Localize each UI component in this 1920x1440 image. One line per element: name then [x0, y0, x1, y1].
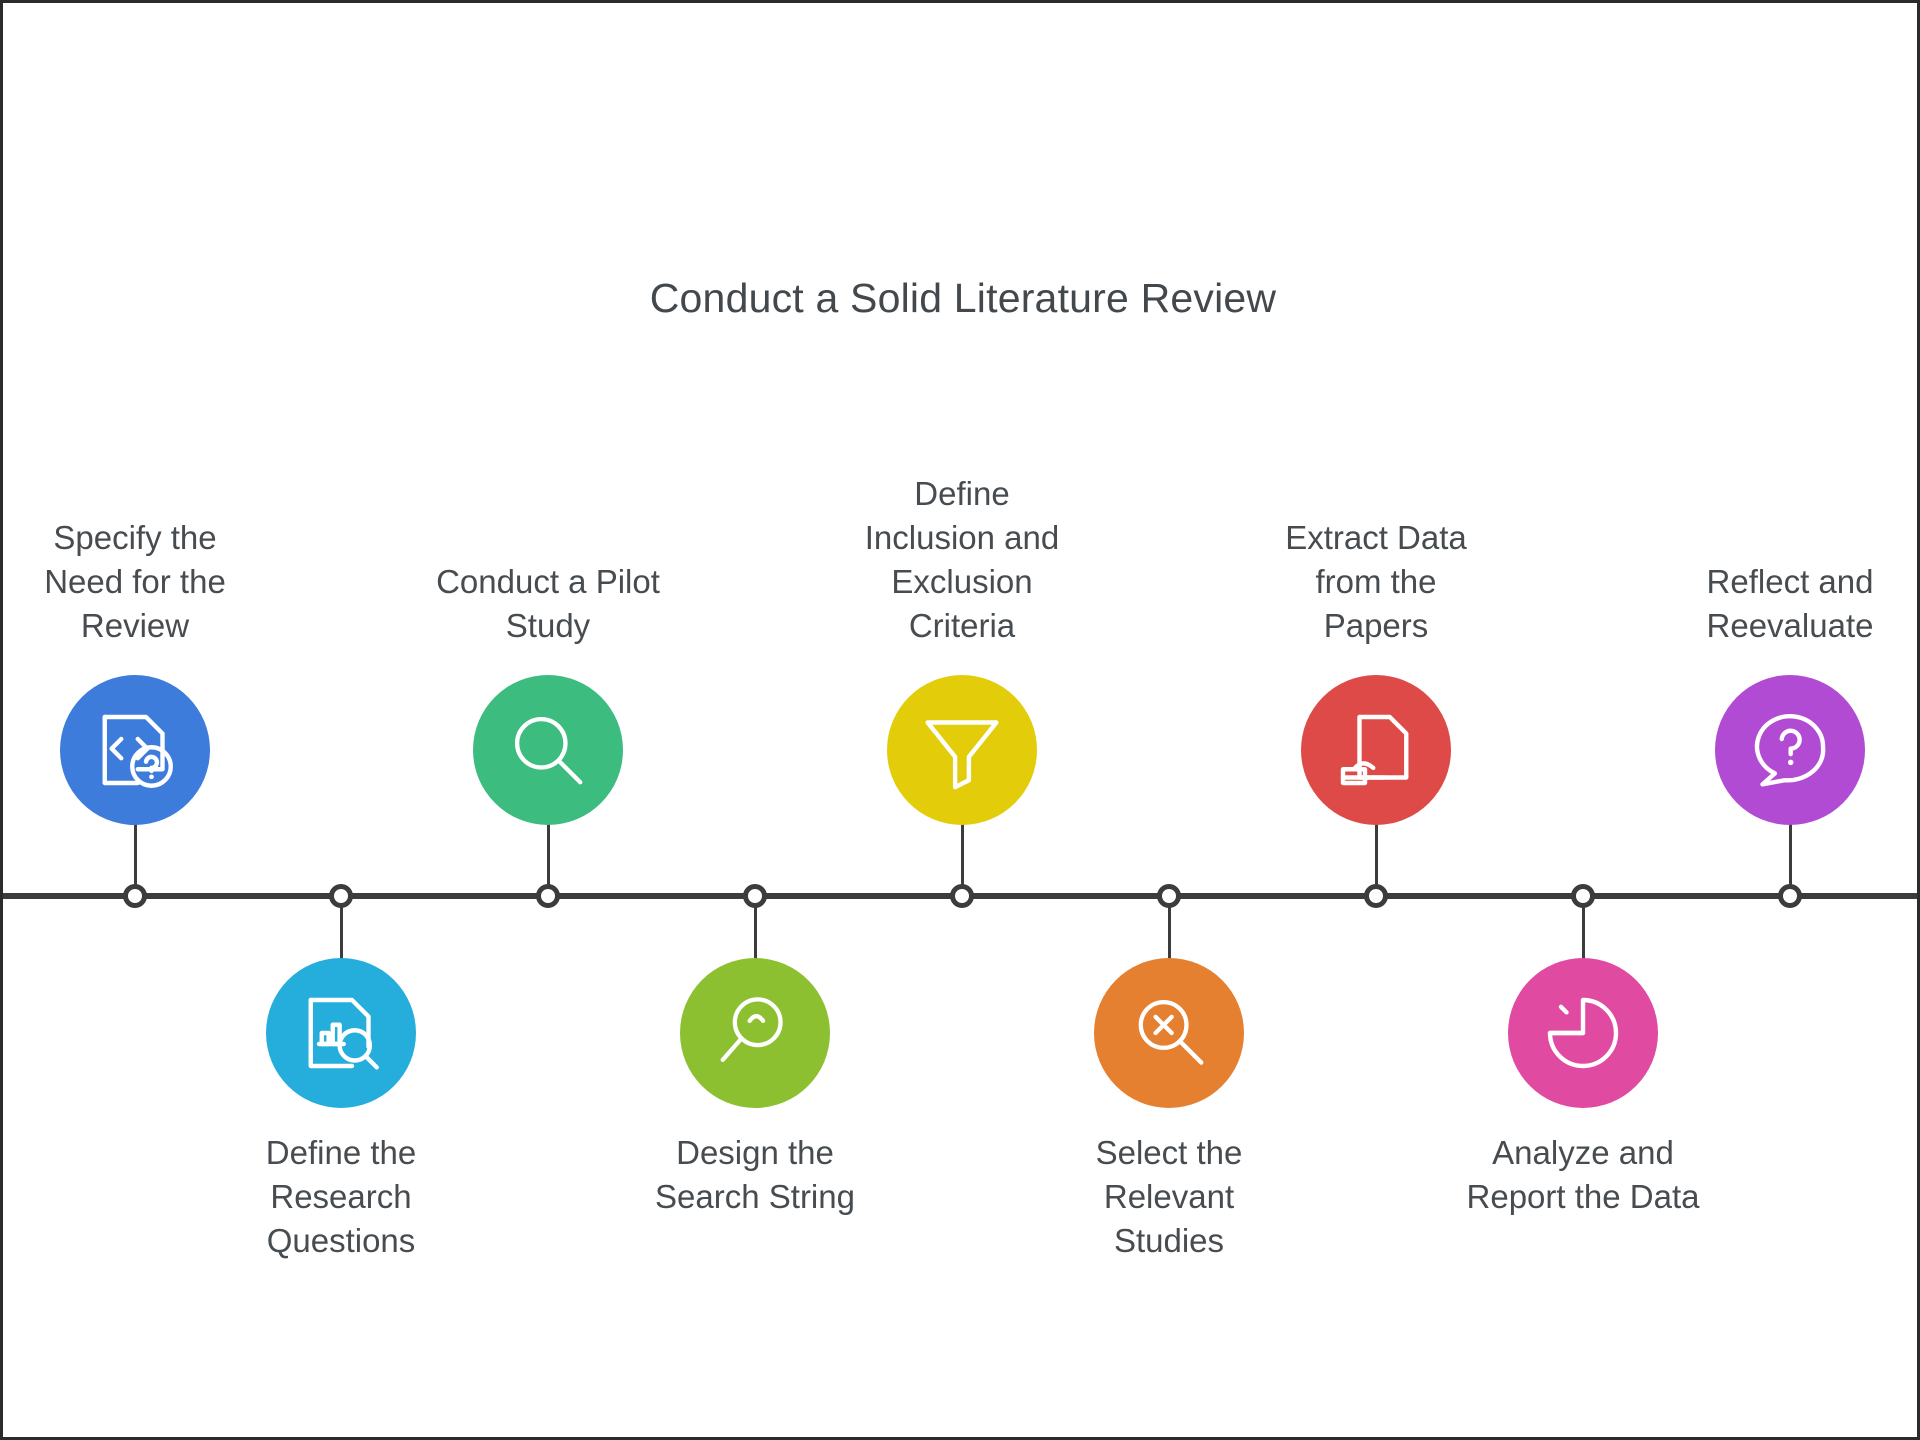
timeline-step-8[interactable]: Analyze and Report the Data: [1433, 3, 1733, 1437]
step-label-2: Define the Research Questions: [265, 1134, 417, 1259]
step-label-4: Design the Search String: [655, 1134, 855, 1215]
speech-bubble-question-icon[interactable]: [1715, 675, 1865, 825]
step-connector-line: [1582, 896, 1585, 968]
timeline-node[interactable]: [536, 884, 560, 908]
document-code-question-icon[interactable]: [60, 675, 210, 825]
step-label-5: Define Inclusion and Exclusion Criteria: [864, 475, 1060, 644]
step-label-9: Reflect and Reevaluate: [1706, 563, 1874, 644]
timeline-step-4[interactable]: Design the Search String: [605, 3, 905, 1437]
step-label-8: Analyze and Report the Data: [1466, 1134, 1700, 1215]
timeline-node[interactable]: [743, 884, 767, 908]
step-connector-line: [1168, 896, 1171, 968]
step-label-3: Conduct a Pilot Study: [436, 563, 660, 644]
step-connector-line: [1375, 823, 1378, 896]
step-connector-line: [754, 896, 757, 968]
step-label-7: Extract Data from the Papers: [1285, 519, 1467, 644]
timeline-node[interactable]: [1571, 884, 1595, 908]
timeline-node[interactable]: [950, 884, 974, 908]
step-label-1: Specify the Need for the Review: [44, 519, 226, 644]
timeline-step-9[interactable]: Reflect and Reevaluate: [1640, 3, 1917, 1437]
step-connector-line: [340, 896, 343, 968]
timeline-step-2[interactable]: Define the Research Questions: [191, 3, 491, 1437]
magnifier-x-icon[interactable]: [1094, 958, 1244, 1108]
timeline-node[interactable]: [329, 884, 353, 908]
funnel-icon[interactable]: [887, 675, 1037, 825]
timeline-node[interactable]: [1157, 884, 1181, 908]
timeline-step-3[interactable]: Conduct a Pilot Study: [398, 3, 698, 1437]
timeline-step-7[interactable]: Extract Data from the Papers: [1226, 3, 1526, 1437]
document-chart-search-icon[interactable]: [266, 958, 416, 1108]
timeline-step-1[interactable]: Specify the Need for the Review: [3, 3, 285, 1437]
step-connector-line: [1789, 823, 1792, 896]
magnifier-wave-icon[interactable]: [680, 958, 830, 1108]
diagram-title: Conduct a Solid Literature Review: [649, 275, 1277, 321]
timeline-node[interactable]: [123, 884, 147, 908]
pie-chart-icon[interactable]: [1508, 958, 1658, 1108]
step-label-6: Select the Relevant Studies: [1095, 1134, 1243, 1259]
step-connector-line: [547, 823, 550, 896]
timeline-step-6[interactable]: Select the Relevant Studies: [1019, 3, 1319, 1437]
step-connector-line: [961, 823, 964, 896]
timeline-node[interactable]: [1778, 884, 1802, 908]
timeline-step-5[interactable]: Define Inclusion and Exclusion Criteria: [812, 3, 1112, 1437]
timeline-node[interactable]: [1364, 884, 1388, 908]
magnifier-icon[interactable]: [473, 675, 623, 825]
document-extract-icon[interactable]: [1301, 675, 1451, 825]
step-connector-line: [134, 823, 137, 896]
